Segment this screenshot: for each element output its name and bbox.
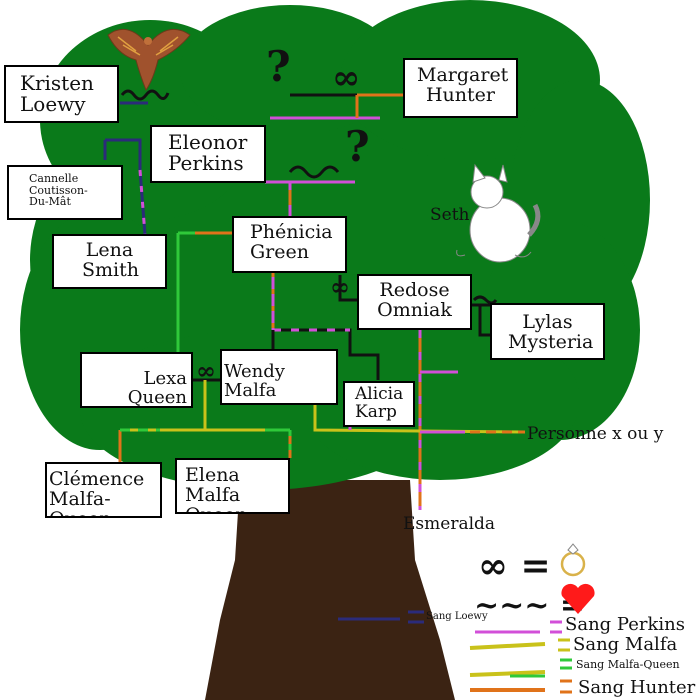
infinity-icon: ∞ [330,272,350,301]
legend-sang-malfa: Sang Malfa [573,634,678,655]
legend-sang-loewy: Sang Loewy [426,611,488,622]
cat-icon [456,163,541,263]
dragon-icon [107,28,191,92]
legend-sang-perkins: Sang Perkins [565,614,685,635]
person-kristen-loewy: Kristen Loewy [4,65,119,123]
person-eleonor-perkins: Eleonor Perkins [150,125,266,183]
person-lena-smith: Lena Smith [52,234,167,289]
heart-icon [561,583,595,614]
person-clemence-malfa-queen: Clémence Malfa-Queen [45,462,162,518]
legend-infinity: ∞ = [478,545,551,587]
legend-sang-malfa-queen: Sang Malfa-Queen [576,658,680,671]
legend-sang-hunter: Sang Hunter [578,677,696,698]
person-elena-malfa-queen: Elena Malfa Queen [175,458,290,514]
infinity-icon: ∞ [196,356,216,385]
question-mark-1: ? [266,42,291,91]
infinity-icon: ∞ [332,58,361,98]
person-lylas-mysteria: Lylas Mysteria [490,303,605,360]
question-mark-2: ? [345,122,370,171]
person-alicia-karp: Alicia Karp [343,381,415,427]
wave-icon [120,89,170,101]
wave-icon [472,295,498,305]
ring-icon [560,543,586,577]
label-esmeralda: Esmeralda [403,514,496,534]
person-cannelle-coutisson: Cannelle Coutisson-Du-Mât [7,165,123,220]
person-redose-omniak: Redose Omniak [357,274,472,330]
person-lexa-queen: Lexa Queen [80,352,193,408]
label-seth: Seth [430,205,470,225]
wave-icon [288,165,340,179]
label-personne: Personne x ou y [527,424,664,444]
person-margaret-hunter: Margaret Hunter [403,58,518,118]
tree-trunk [205,480,455,700]
person-phenicia-green: Phénicia Green [232,216,347,273]
person-wendy-malfa: Wendy Malfa [220,349,338,405]
